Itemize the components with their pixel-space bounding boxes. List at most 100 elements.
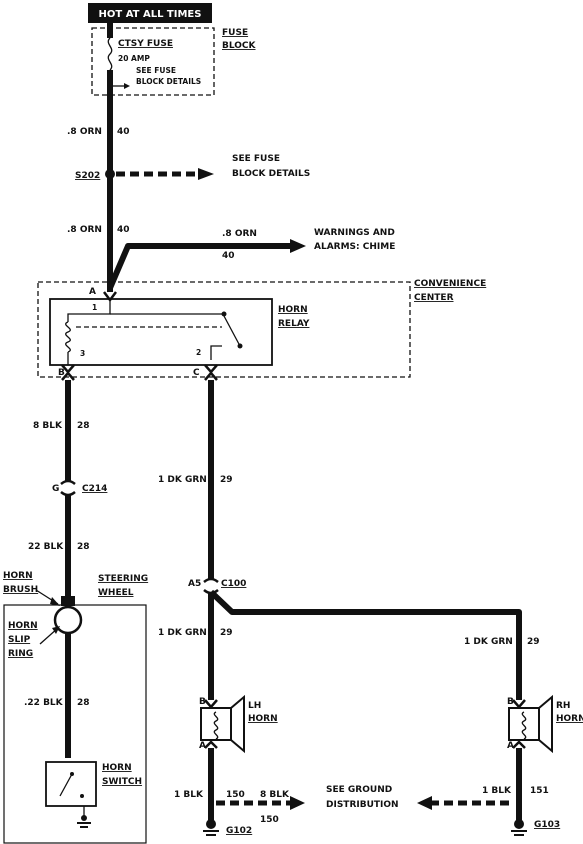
fuse-block-title-2: BLOCK bbox=[222, 41, 257, 51]
pin-b-connector bbox=[61, 364, 75, 381]
wire-dkgrn-29-rh-circuit: 29 bbox=[527, 637, 540, 647]
lh-horn-pin-b-connector bbox=[204, 699, 218, 709]
connector-c214-pin: G bbox=[52, 484, 59, 494]
wire-blk-28-circuit: 28 bbox=[77, 421, 90, 431]
relay-contact-output bbox=[210, 345, 222, 360]
hot-at-all-times-label: HOT AT ALL TIMES bbox=[99, 9, 202, 20]
relay-internal-wiring bbox=[67, 300, 111, 322]
wire-dkgrn-29-lh-circuit: 29 bbox=[220, 628, 233, 638]
fuse-block-title: FUSE bbox=[222, 28, 248, 38]
wire-blk-151-rh-gauge: 1 BLK bbox=[482, 786, 512, 796]
rh-horn-bell bbox=[538, 694, 553, 754]
chime-wire-gauge: .8 ORN bbox=[222, 229, 257, 239]
convenience-center-title: CONVENIENCE bbox=[414, 279, 486, 289]
horn-slip-ring-label-2: SLIP bbox=[8, 635, 31, 645]
ground-g103-icon bbox=[514, 819, 524, 829]
relay-contact-fixed bbox=[221, 311, 227, 317]
rh-horn-label: RH bbox=[556, 701, 570, 711]
horn-switch-label: HORN bbox=[102, 763, 132, 773]
connector-c214-name: C214 bbox=[82, 484, 107, 494]
splice-see-fuse-2: BLOCK DETAILS bbox=[232, 169, 310, 179]
chime-destination-2: ALARMS: CHIME bbox=[314, 242, 395, 252]
horn-switch-ground-icon bbox=[81, 815, 87, 821]
lh-horn-pin-a-connector bbox=[204, 740, 218, 749]
wire-dkgrn-29-gauge: 1 DK GRN bbox=[158, 475, 207, 485]
fuse-detail-ref-arrow bbox=[124, 83, 130, 89]
fuse-block-outline bbox=[91, 27, 215, 96]
ground-dist-left-circuit: 150 bbox=[260, 815, 279, 825]
wire-orn-40-circuit: 40 bbox=[117, 127, 130, 137]
ground-g103-label: G103 bbox=[534, 820, 560, 830]
wire-blk-150-lh-gauge: 1 BLK bbox=[174, 790, 204, 800]
splice-ref-arrowhead bbox=[198, 168, 214, 180]
wire-blk-28-low-circuit: 28 bbox=[77, 698, 90, 708]
ground-g102-label: G102 bbox=[226, 826, 252, 836]
horn-brush-block bbox=[61, 596, 75, 606]
horn-relay-box bbox=[49, 298, 273, 366]
connector-c100-symbol bbox=[203, 577, 219, 595]
chime-destination-1: WARNINGS AND bbox=[314, 228, 395, 238]
rh-horn-body bbox=[508, 707, 540, 741]
wire-blk-28-low-gauge: .22 BLK bbox=[24, 698, 64, 708]
wire-blk-150-lh-circuit: 150 bbox=[226, 790, 245, 800]
lh-horn-body bbox=[200, 707, 232, 741]
lh-horn-bell bbox=[230, 694, 245, 754]
lh-horn-pin-b: B bbox=[199, 697, 206, 707]
rh-horn-pin-a: A bbox=[507, 741, 514, 751]
splice-s202-label: S202 bbox=[75, 171, 100, 181]
steering-wheel-title-2: WHEEL bbox=[98, 588, 134, 598]
horn-switch-lever bbox=[59, 773, 73, 797]
relay-switch-arm bbox=[223, 315, 241, 347]
lh-horn-label-2: HORN bbox=[248, 714, 278, 724]
ground-dist-arrowhead-right bbox=[417, 796, 432, 810]
rh-horn-pin-a-connector bbox=[512, 740, 526, 749]
wire-dkgrn-29-circuit: 29 bbox=[220, 475, 233, 485]
hot-at-all-times-box bbox=[88, 3, 212, 23]
wire-blk-28-mid-circuit: 28 bbox=[77, 542, 90, 552]
horn-slip-ring-label: HORN bbox=[8, 621, 38, 631]
connector-c100-pin: A5 bbox=[188, 579, 201, 589]
relay-terminal-2: 2 bbox=[196, 348, 201, 357]
horn-slip-ring-label-3: RING bbox=[8, 649, 33, 659]
horn-brush-label: HORN bbox=[3, 571, 33, 581]
horn-relay-title: HORN bbox=[278, 305, 308, 315]
pin-a-label: A bbox=[89, 287, 96, 297]
relay-terminal-3: 3 bbox=[80, 349, 85, 358]
wire-blk-28-gauge: 8 BLK bbox=[33, 421, 63, 431]
rh-horn-coil bbox=[521, 711, 527, 740]
connector-c214-symbol bbox=[60, 479, 76, 497]
rh-horn-pin-b: B bbox=[507, 697, 514, 707]
relay-contact-moving bbox=[237, 343, 243, 349]
horn-relay-title-2: RELAY bbox=[278, 319, 310, 329]
steering-wheel-title: STEERING bbox=[98, 574, 148, 584]
wire-dkgrn-29-split bbox=[208, 589, 522, 700]
ground-dist-left-gauge: 8 BLK bbox=[260, 790, 290, 800]
wire-blk-28-mid-gauge: 22 BLK bbox=[28, 542, 64, 552]
convenience-center-outline bbox=[37, 281, 411, 378]
chime-arrowhead bbox=[290, 239, 306, 253]
wire-chime-branch bbox=[107, 243, 292, 290]
pin-c-label: C bbox=[193, 368, 200, 378]
rh-horn-pin-b-connector bbox=[512, 699, 526, 709]
horn-brush-pointer-head bbox=[50, 597, 60, 606]
wire-orn-40-lower-gauge: .8 ORN bbox=[67, 225, 102, 235]
wire-dkgrn-29-rh-gauge: 1 DK GRN bbox=[464, 637, 513, 647]
fuse-rating-label: 20 AMP bbox=[118, 54, 150, 63]
fuse-see-details-1: SEE FUSE bbox=[136, 66, 176, 75]
pin-b-label: B bbox=[58, 368, 65, 378]
horn-switch-contact-bottom bbox=[80, 794, 84, 798]
ground-dist-label-2: DISTRIBUTION bbox=[326, 800, 399, 810]
pin-c-connector bbox=[204, 364, 218, 381]
rh-horn-label-2: HORN bbox=[556, 714, 583, 724]
horn-switch-label-2: SWITCH bbox=[102, 777, 142, 787]
ground-g102-icon bbox=[206, 819, 216, 829]
horn-slip-ring bbox=[53, 605, 83, 635]
connector-c100-name: C100 bbox=[221, 579, 246, 589]
wire-dkgrn-29-lh-gauge: 1 DK GRN bbox=[158, 628, 207, 638]
ground-dist-arrowhead-left bbox=[290, 796, 305, 810]
horn-brush-label-2: BRUSH bbox=[3, 585, 38, 595]
lh-horn-pin-a: A bbox=[199, 741, 206, 751]
fuse-symbol bbox=[107, 37, 113, 71]
chime-wire-circuit: 40 bbox=[222, 251, 235, 261]
